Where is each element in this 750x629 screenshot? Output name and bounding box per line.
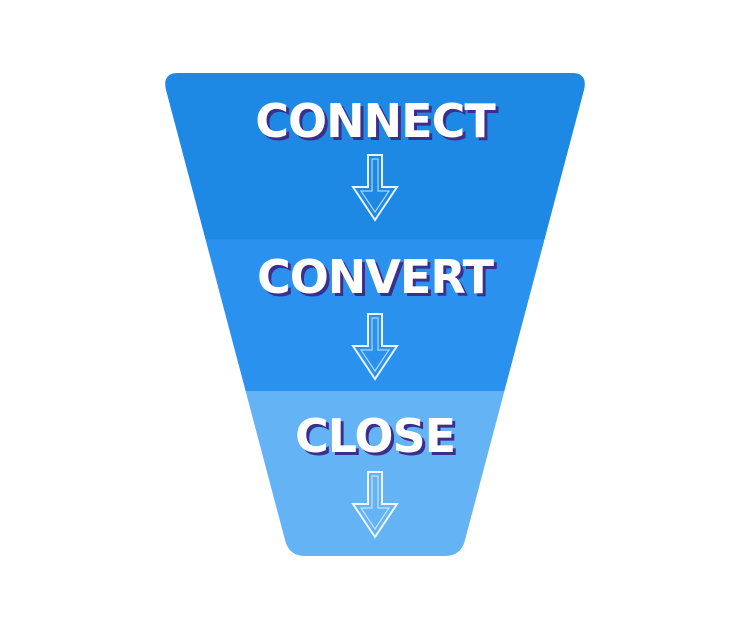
funnel-stage-close: CLOSE CLOSE (295, 409, 459, 539)
arrow-down-outline-icon (351, 313, 399, 381)
stage-label-close: CLOSE (295, 409, 455, 463)
stage-label-shadow: CONVERT (260, 253, 498, 307)
stage-label-connect: CONNECT (255, 94, 496, 148)
arrow-down-outline-icon (351, 154, 399, 222)
funnel-stage-connect: CONNECT CONNECT (255, 94, 500, 222)
funnel-stage-convert: CONVERT CONVERT (257, 250, 499, 381)
stage-label-convert: CONVERT (257, 250, 495, 304)
arrow-down-outline-icon (351, 471, 399, 539)
stage-label-shadow: CLOSE (298, 412, 458, 466)
stage-label-shadow: CONNECT (258, 97, 499, 151)
